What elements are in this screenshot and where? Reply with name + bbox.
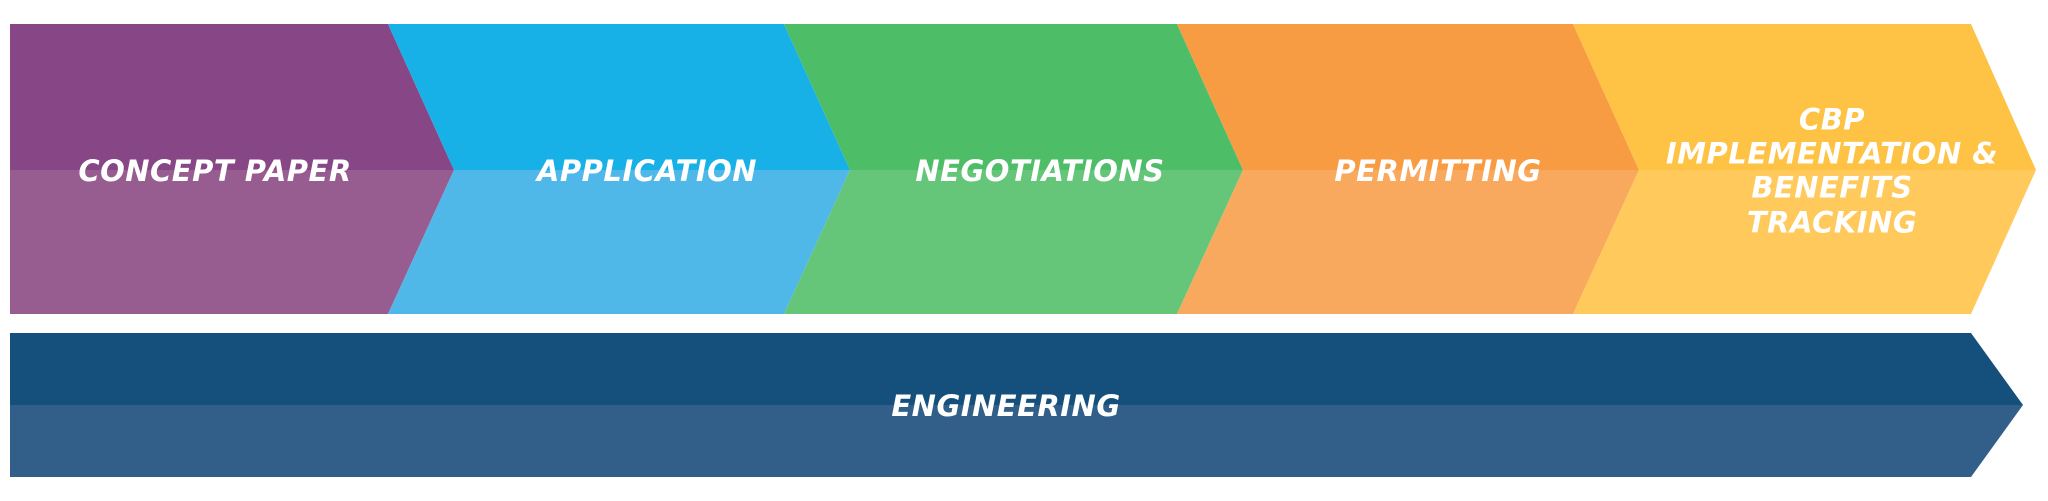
chevron-top-concept-paper [10,24,454,170]
engineering-arrow-top [10,333,2023,405]
chevron-bottom-negotiations [784,170,1243,314]
chevron-bottom-permitting [1177,170,1639,314]
engineering-arrow [10,333,2023,477]
engineering-arrow-bottom [10,405,2023,477]
chevron-top-cbp-implementation [1573,24,2036,170]
chevron-top-negotiations [784,24,1243,170]
stage-label-cbp-implementation: CBP IMPLEMENTATION & BENEFITS TRACKING [1665,102,1999,240]
chevron-bottom-cbp-implementation [1573,170,2036,314]
engineering-label: ENGINEERING [891,388,1121,423]
stage-label-application: APPLICATION [536,153,758,188]
stage-label-negotiations: NEGOTIATIONS [915,153,1165,188]
chevron-top-permitting [1177,24,1639,170]
stage-chevrons [10,24,2036,314]
stage-label-concept-paper: CONCEPT PAPER [78,153,352,188]
stage-label-permitting: PERMITTING [1334,153,1542,188]
chevron-top-application [388,24,850,170]
chevron-bottom-concept-paper [10,170,454,314]
chevron-bottom-application [388,170,850,314]
